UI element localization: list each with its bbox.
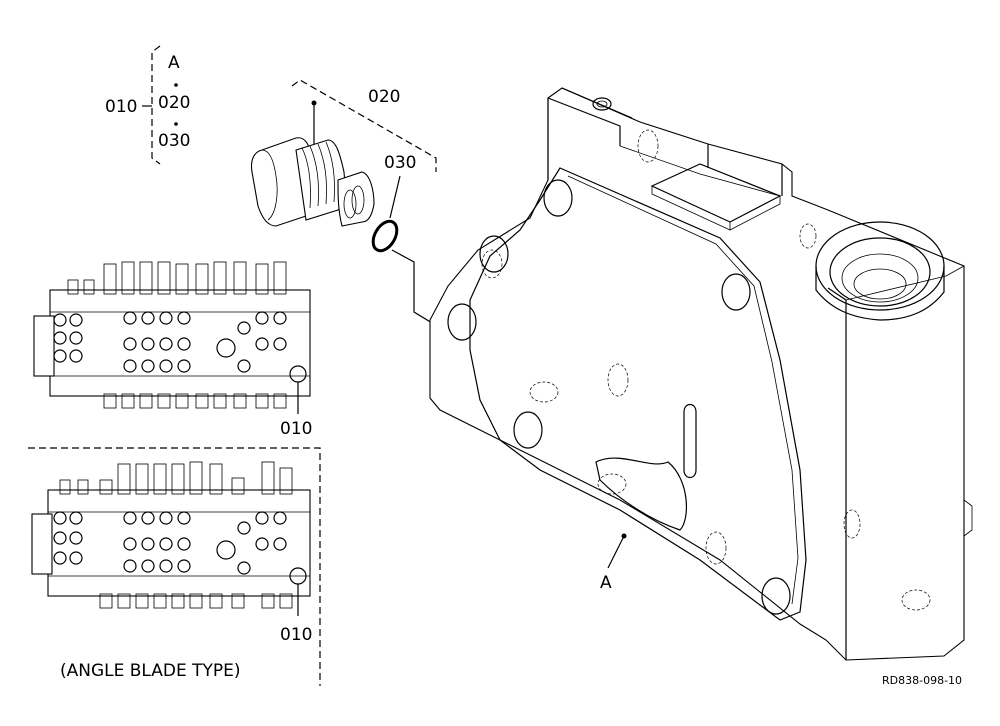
legend-item-a: A — [168, 53, 180, 73]
drawing-code: RD838-098-10 — [882, 674, 962, 687]
variant-caption: (ANGLE BLADE TYPE) — [60, 661, 241, 681]
oring-part — [371, 219, 399, 253]
legend-item-020: 020 — [158, 93, 190, 113]
legend-group-label: 010 — [105, 97, 137, 117]
callout-010-bottom: 010 — [280, 625, 312, 645]
plug-part — [250, 137, 375, 227]
callout-030: 030 — [384, 153, 416, 219]
angle-blade-variant: 010 (ANGLE BLADE TYPE) — [28, 447, 321, 686]
callout-020-label: 020 — [368, 87, 400, 107]
callout-a: A — [600, 533, 627, 593]
valve-body — [429, 87, 973, 661]
callout-010-top: 010 — [280, 419, 312, 439]
callout-a-label: A — [600, 573, 612, 593]
parts-legend: 010 A 020 030 — [105, 45, 190, 165]
legend-item-030: 030 — [158, 131, 190, 151]
callout-030-label: 030 — [384, 153, 416, 173]
valve-assembly-top: 010 — [33, 261, 312, 439]
